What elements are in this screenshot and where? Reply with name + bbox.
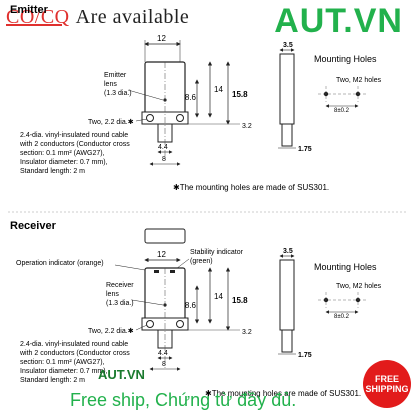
receiver-height-14: 14 xyxy=(214,292,223,301)
receiver-width-value: 12 xyxy=(157,250,166,259)
emitter-lens-label-3: (1.3 dia.) xyxy=(104,90,132,97)
emitter-m2-label: Two, M2 holes xyxy=(336,77,382,84)
receiver-lens-label-1: Receiver xyxy=(106,282,134,289)
receiver-op-indicator: Operation indicator (orange) xyxy=(16,260,104,267)
emitter-mount-hole-left xyxy=(146,114,154,122)
emitter-height-14: 14 xyxy=(214,85,223,94)
emitter-dim-44: 4.4 xyxy=(158,144,168,151)
emitter-dim-32: 3.2 xyxy=(242,123,252,130)
available-label: Are available xyxy=(75,6,190,28)
emitter-cable-line-5: Standard length: 2 m xyxy=(20,168,85,175)
receiver-cable-line-5: Standard length: 2 m xyxy=(20,377,85,384)
receiver-mounting-title: Mounting Holes xyxy=(314,262,377,272)
receiver-stab-led xyxy=(170,270,175,273)
co-cq-label: CO/CQ xyxy=(6,6,70,28)
emitter-heading: Emitter xyxy=(10,4,49,16)
receiver-cable-line-4: Insulator diameter: 0.7 mm), xyxy=(20,368,108,375)
receiver-top-view xyxy=(144,228,186,244)
receiver-cable-line-3: section: 0.1 mm² (AWG27), xyxy=(20,359,105,366)
emitter-cable-line-3: section: 0.1 mm² (AWG27), xyxy=(20,150,105,157)
emitter-height-86: 8.6 xyxy=(185,93,197,102)
emitter-lens-label-2: lens xyxy=(104,81,117,88)
receiver-side-dim-175: 1.75 xyxy=(298,352,312,359)
emitter-cable-line-1: 2.4-dia. vinyl-insulated round cable xyxy=(20,132,128,139)
receiver-cable-line-1: 2.4-dia. vinyl-insulated round cable xyxy=(20,341,128,348)
emitter-cable-line-2: with 2 conductors (Conductor cross xyxy=(19,141,130,148)
receiver-side-dim-35: 3.5 xyxy=(283,248,293,255)
footer-promo-text: Free ship, Chứng từ đầy đủ. xyxy=(70,390,297,410)
emitter-cable-line-4: Insulator diameter: 0.7 mm), xyxy=(20,159,108,166)
receiver-mount-hole-right xyxy=(176,320,184,328)
receiver-dim-32: 3.2 xyxy=(242,329,252,336)
receiver-dim-8: 8 xyxy=(162,361,166,368)
receiver-side-view xyxy=(279,259,295,331)
emitter-holes-label: Two, 2.2 dia.✱ xyxy=(88,118,134,126)
receiver-height-158: 15.8 xyxy=(232,296,248,305)
emitter-height-158: 15.8 xyxy=(232,90,248,99)
receiver-m2-label: Two, M2 holes xyxy=(336,283,382,290)
emitter-m2-dim: 8±0.2 xyxy=(334,108,350,114)
receiver-stab-indicator-1: Stability indicator xyxy=(190,249,244,256)
emitter-dim-8: 8 xyxy=(162,156,166,163)
receiver-lens-label-2: lens xyxy=(106,291,119,298)
receiver-holes-label: Two, 2.2 dia.✱ xyxy=(88,327,134,335)
receiver-stab-indicator-2: (green) xyxy=(190,258,213,265)
receiver-note: ✱The mounting holes are made of SUS301. xyxy=(205,389,361,398)
footer-logo: AUT.VN xyxy=(98,367,145,382)
receiver-op-led xyxy=(154,270,159,273)
emitter-side-dim-175: 1.75 xyxy=(298,146,312,153)
emitter-note: ✱The mounting holes are made of SUS301. xyxy=(173,183,329,192)
emitter-width-value: 12 xyxy=(157,34,166,43)
receiver-m2-dim: 8±0.2 xyxy=(334,314,350,320)
emitter-mounting-title: Mounting Holes xyxy=(314,54,377,64)
free-shipping-badge: FREE SHIPPING xyxy=(363,360,411,408)
emitter-side-view xyxy=(279,53,295,125)
receiver-heading: Receiver xyxy=(10,220,57,232)
receiver-lens-label-3: (1.3 dia.) xyxy=(106,300,134,307)
receiver-cable-line-2: with 2 conductors (Conductor cross xyxy=(19,350,130,357)
emitter-lens-label-1: Emitter xyxy=(104,72,127,79)
brand-logo: AUT.VN xyxy=(274,2,403,40)
emitter-side-dim-35: 3.5 xyxy=(283,42,293,49)
receiver-mount-hole-left xyxy=(146,320,154,328)
receiver-dim-44: 4.4 xyxy=(158,350,168,357)
emitter-mount-hole-right xyxy=(176,114,184,122)
receiver-height-86: 8.6 xyxy=(185,301,197,310)
